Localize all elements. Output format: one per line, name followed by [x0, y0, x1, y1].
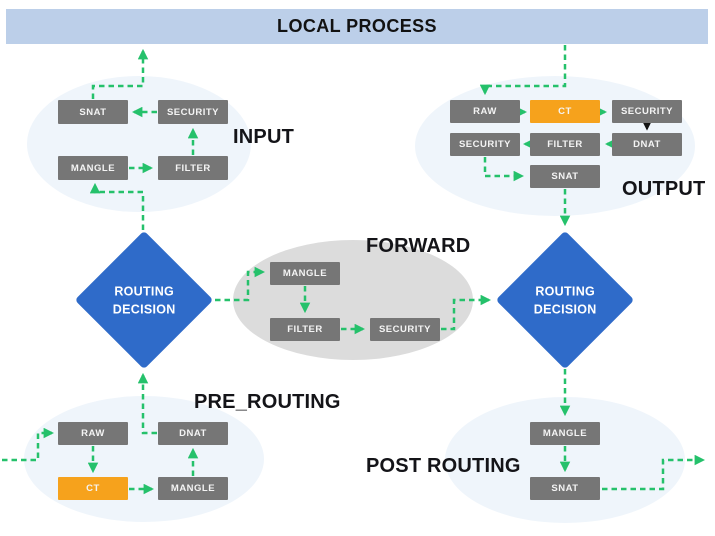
node-forward-mangle: MANGLE: [270, 262, 340, 285]
edge-forward-security-to-routing2: [441, 294, 492, 331]
node-pre-dnat: DNAT: [158, 422, 228, 445]
edge-routing1-to-forward-mangle: [215, 266, 266, 302]
edge-routing1-to-input-mangle: [89, 182, 145, 230]
prerouting-chain-label: PRE_ROUTING: [194, 391, 341, 413]
routing-decision-left-label: ROUTING DECISION: [112, 283, 176, 316]
edge-local-process-to-output-raw: [479, 45, 567, 96]
edge-output-security-to-snat: [483, 157, 525, 182]
node-output-raw: RAW: [450, 100, 520, 123]
postrouting-chain-label: POST ROUTING: [366, 455, 521, 477]
routing-decision-right-label: ROUTING DECISION: [533, 283, 597, 316]
node-output-snat: SNAT: [530, 165, 600, 188]
node-input-snat: SNAT: [58, 100, 128, 124]
node-input-filter: FILTER: [158, 156, 228, 180]
node-pre-ct: CT: [58, 477, 128, 500]
node-output-ct: CT: [530, 100, 600, 123]
input-chain-label: INPUT: [233, 126, 294, 148]
node-input-mangle: MANGLE: [58, 156, 128, 180]
node-output-dnat: DNAT: [612, 133, 682, 156]
node-forward-security: SECURITY: [370, 318, 440, 341]
input-chain-ellipse: [27, 76, 251, 212]
node-pre-mangle: MANGLE: [158, 477, 228, 500]
node-output-filter: FILTER: [530, 133, 600, 156]
forward-chain-label: FORWARD: [366, 235, 471, 257]
local-process-bar: LOCAL PROCESS: [6, 9, 708, 44]
node-forward-filter: FILTER: [270, 318, 340, 341]
edge-input-snat-to-local-process: [91, 48, 149, 99]
node-pre-raw: RAW: [58, 422, 128, 445]
edge-post-snat-outbound: [602, 454, 706, 491]
edge-pre-dnat-to-routing1: [137, 372, 157, 435]
node-post-mangle: MANGLE: [530, 422, 600, 445]
node-output-security-1: SECURITY: [612, 100, 682, 123]
node-input-security: SECURITY: [158, 100, 228, 124]
local-process-label: LOCAL PROCESS: [277, 16, 437, 36]
node-output-security-2: SECURITY: [450, 133, 520, 156]
node-post-snat: SNAT: [530, 477, 600, 500]
edge-inbound-to-pre-raw: [2, 427, 55, 462]
output-chain-label: OUTPUT: [622, 178, 706, 200]
